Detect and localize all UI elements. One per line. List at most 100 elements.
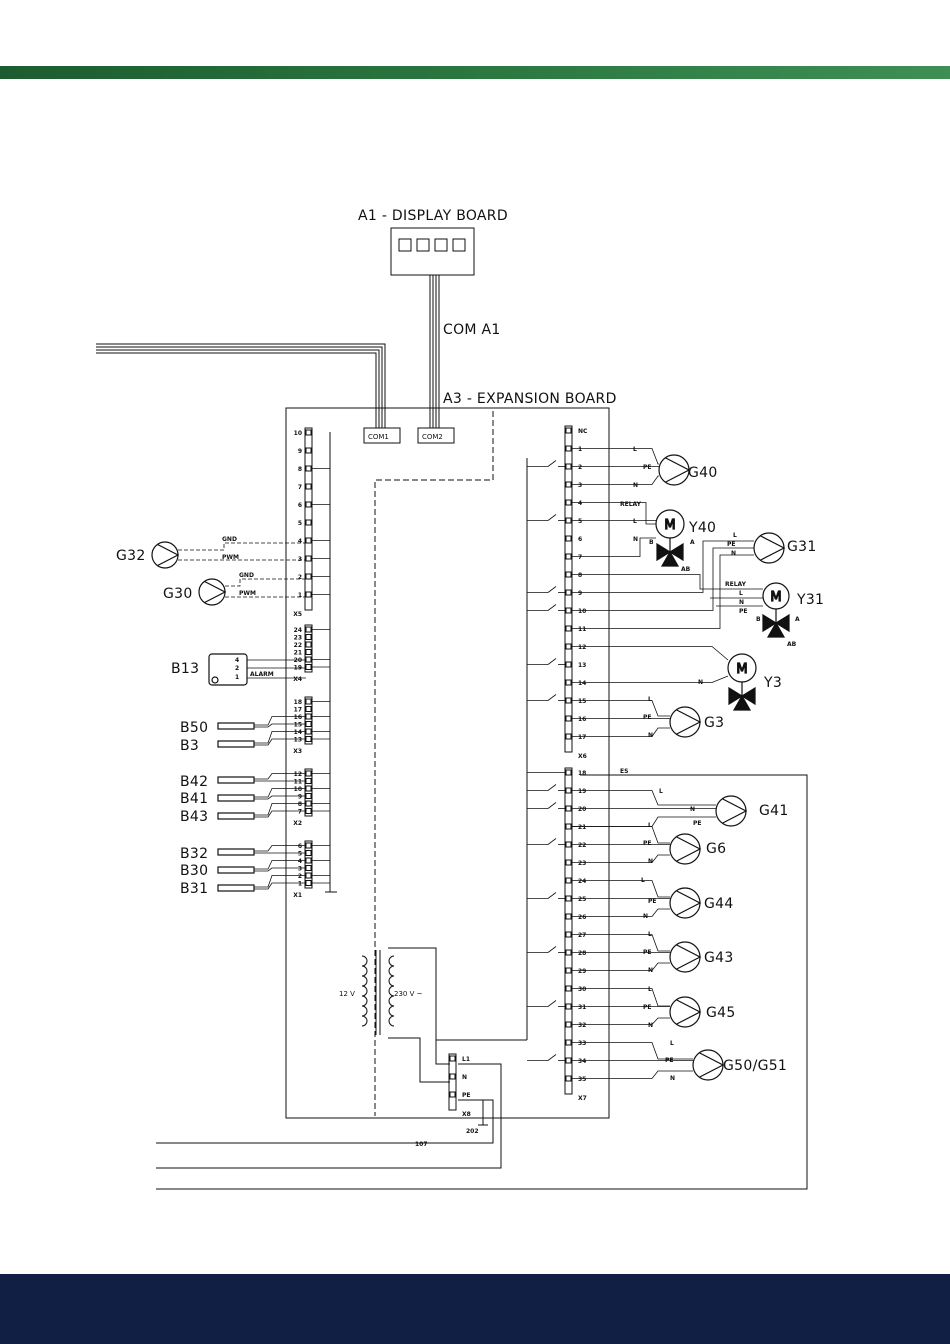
y31-relay-label: RELAY [725,581,747,588]
connector-label-x3: X3 [293,748,302,755]
relay-x7-16-contact [547,1054,557,1061]
wire-202-label: 202 [466,1128,479,1135]
terminal-x2-7 [305,808,312,814]
b42-wire-a [254,773,306,780]
pin-label-x6-5: 5 [578,518,582,525]
pin-label-x8-PE: PE [462,1092,471,1099]
g3-pump-circle [669,706,701,738]
y31-b-label: B [756,616,761,623]
pin-label-x3-18: 18 [294,699,302,706]
relay-x6-2-contact [547,460,557,467]
relay-x6-10-contact [547,604,557,611]
b42-probe [217,776,255,784]
g43-pump-l-wire [572,934,670,952]
terminal-x6-14 [565,679,572,686]
b50-probe [217,722,255,730]
terminal-x6-13 [565,661,572,668]
terminal-x2-12 [305,770,312,777]
g31-pe-wire [572,547,754,611]
relay-x7-7-contact [547,892,557,899]
pin-label-x3-14: 14 [294,729,302,736]
g30-pump-triangle [204,581,227,603]
terminal-x6-5 [565,517,572,524]
footer-bar [0,1274,950,1344]
terminal-x8-PE [449,1091,456,1098]
g3-n-label: N [648,732,653,739]
terminal-x7-31 [565,1003,572,1010]
b13-label: B13 [171,661,199,677]
connector-label-x5: X5 [293,611,302,618]
g41-pump-l-wire [572,790,716,806]
b30-wire-a [254,860,306,870]
terminal-x6-6 [565,535,572,542]
b42-label: B42 [180,774,208,790]
b13-sensor [208,653,248,686]
pin-label-x2-10: 10 [294,786,302,793]
terminal-x7-20 [565,805,572,812]
y31-n-label: N [739,599,744,606]
b3-label: B3 [180,738,199,754]
y40-relay-label: RELAY [620,501,642,508]
transformer-low-label: 12 V [339,990,355,998]
y3-label: Y3 [763,675,782,691]
terminal-x4-21 [305,649,312,655]
terminal-x5-3 [305,555,312,562]
terminal-x6-15 [565,697,572,704]
g43-n-label: N [648,967,653,974]
y31-l-label: L [739,590,743,597]
relay-x7-10-contact [547,946,557,953]
pin-label-x5-9: 9 [298,448,302,455]
g41-label: G41 [759,803,789,819]
connector-label-x2: X2 [293,820,302,827]
y40-n-wire [572,537,656,557]
pin-label-x1-2: 2 [298,873,302,880]
terminal-x2-11 [305,778,312,784]
g43-pump-n-wire [572,962,670,971]
g31-pump-triangle [760,535,786,561]
terminal-x6-1 [565,445,572,452]
b50-wire-a [254,716,306,726]
g41-n-label: N [690,806,695,813]
b41-wire-b [254,795,306,800]
pin-label-x6-17: 17 [578,734,586,741]
g3-pe-label: PE [643,714,652,721]
terminal-x6-2 [565,463,572,470]
terminal-x4-22 [305,641,312,648]
y31-relay-wire [572,574,763,590]
b43-wire-b [254,810,306,818]
b31-wire-b [254,882,306,890]
y31-ab-label: AB [787,641,797,648]
g50-pump-triangle [699,1052,725,1078]
connector-label-x8: X8 [462,1111,471,1118]
g44-l-label: L [641,877,645,884]
terminal-x1-6 [305,842,312,849]
b3-wire-b [254,738,306,746]
g40-pump-n-wire [572,475,659,485]
g6-pump-circle [669,833,701,865]
pin-label-x3-17: 17 [294,707,302,714]
pin-label-x6-6: 6 [578,536,582,543]
terminal-x4-24 [305,626,312,633]
y3-valve-port-a [740,686,756,706]
g3-pump-triangle [676,709,702,735]
g43-pe-label: PE [643,949,652,956]
pin-label-x5-2: 2 [298,574,302,581]
terminal-x7-33 [565,1039,572,1046]
g50-pump-circle [692,1049,724,1081]
y40-l-label: L [633,518,637,525]
pin-label-x1-5: 5 [298,851,302,858]
connector-x8 [448,1053,457,1111]
g6-label: G6 [706,841,726,857]
transformer-high-label: 230 V ~ [394,990,423,998]
terminal-x5-1 [305,591,312,598]
pin-label-x6-11: 11 [578,626,586,633]
pin-label-x6-3: 3 [578,482,582,489]
y40-valve-port-ab [660,550,680,567]
pin-label-x1-3: 3 [298,866,302,873]
terminal-x7-30 [565,985,572,992]
terminal-x7-19 [565,787,572,794]
b3-probe [217,740,255,748]
g31-n-wire [572,554,754,629]
terminal-x5-6 [305,501,312,508]
y31-valve-port-ab [766,621,786,638]
